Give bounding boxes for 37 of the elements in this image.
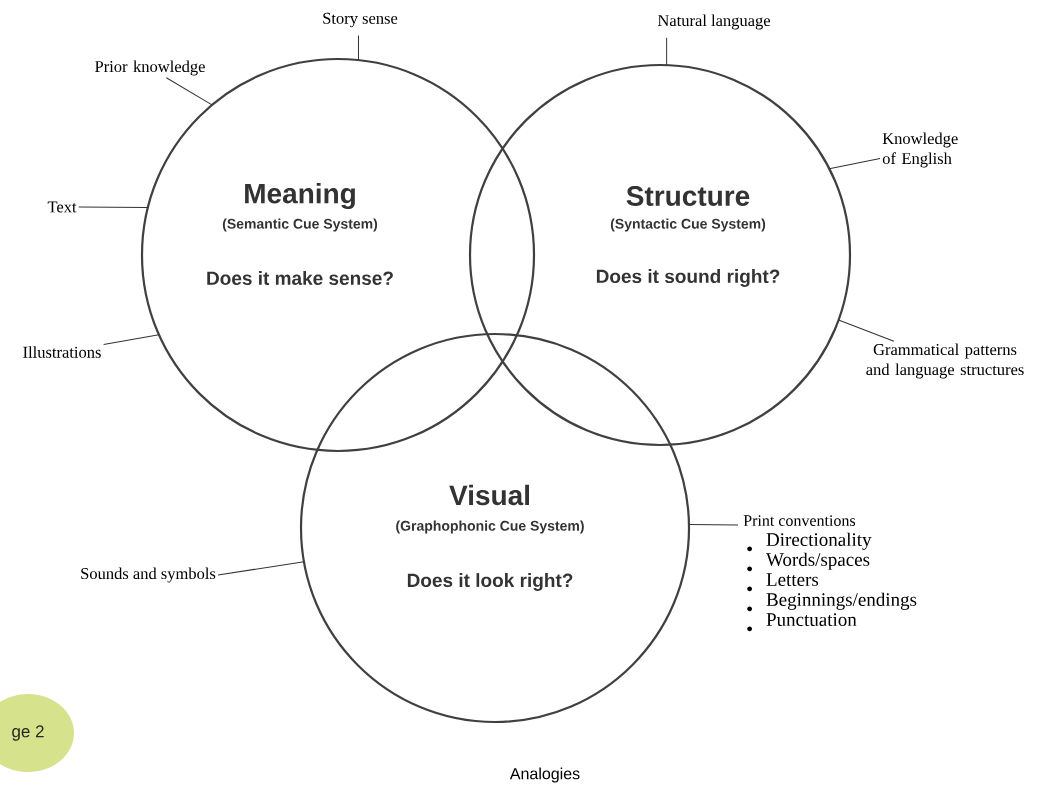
circle-subtitle: (Graphophonic Cue System) [396, 520, 584, 534]
circle-subtitle: (Syntactic Cue System) [610, 218, 766, 232]
caption-label: Analogies [509, 767, 580, 783]
side-label: Sounds and symbols [81, 567, 216, 583]
circle-question: Does it make sense? [207, 271, 393, 285]
circle-heading: Structure [626, 186, 750, 206]
side-label: Natural language [657, 14, 771, 30]
leader-line [828, 158, 881, 170]
page-tab: ge 2 [0, 694, 74, 772]
side-label: Text [47, 201, 77, 213]
bullet-list: Print conventions Directionality Words/spaces Letters Beginnings/endings Punctuation [743, 515, 917, 632]
venn-circle [468, 63, 852, 447]
node-label: Print conventions [743, 515, 856, 526]
circle-subtitle: (Semantic Cue System) [222, 218, 378, 232]
node-label: Directionality [766, 532, 872, 550]
circle-question: Does it look right? [407, 573, 573, 591]
side-label: Prior knowledge [95, 60, 205, 76]
venn-circle [299, 332, 691, 724]
side-label: Illustrations [23, 346, 101, 358]
leader-line [688, 524, 739, 526]
leader-line [358, 34, 359, 61]
leader-line [165, 77, 213, 106]
side-label: Grammatical patterns and language structures [866, 343, 1024, 379]
circle-heading: Visual [449, 484, 529, 506]
leader-line [78, 206, 149, 209]
side-label: Knowledge of English [882, 132, 958, 168]
node-label: Letters [766, 573, 819, 586]
node-label: Punctuation [766, 613, 857, 626]
circle-heading: Meaning [245, 182, 355, 210]
leader-line [838, 319, 895, 342]
node-label: Beginnings/endings [766, 592, 917, 610]
circle-question: Does it sound right? [596, 269, 780, 287]
leader-line [103, 334, 160, 346]
node-label: Words/spaces [766, 552, 870, 570]
leader-line [217, 561, 305, 576]
side-label: Story sense [323, 12, 398, 28]
leader-line [666, 37, 668, 66]
